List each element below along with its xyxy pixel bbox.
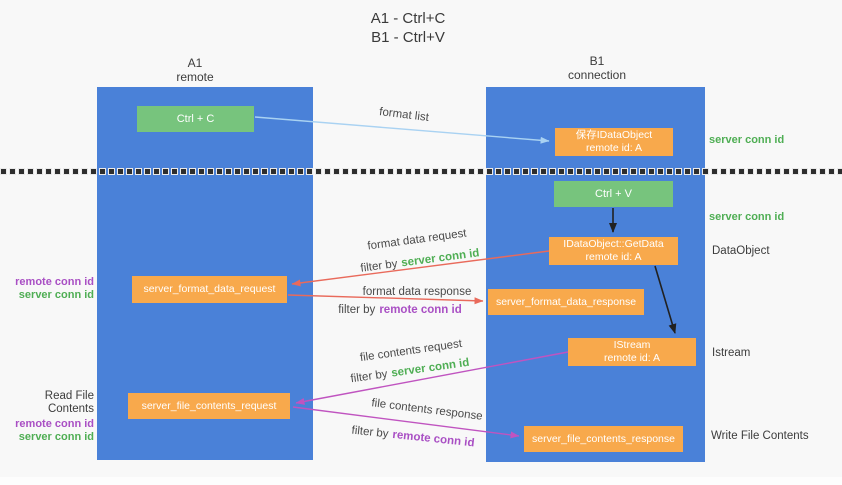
server-conn-id-annotation-top: server conn id — [709, 134, 785, 146]
node-ctrl-c: Ctrl + C — [137, 106, 254, 132]
remote-conn-id-text: remote conn id — [391, 428, 476, 450]
filter-by-text: filter by — [350, 424, 390, 441]
node-server-file-contents-response: server_file_contents_response — [524, 426, 683, 452]
column-a-role: remote — [176, 70, 214, 84]
node-istream-line2: remote id: A — [603, 352, 661, 364]
remote-conn-id-annotation: remote conn id — [15, 418, 94, 430]
node-server-format-data-response-label: server_format_data_response — [495, 295, 637, 308]
node-istream: IStream remote id: A — [568, 338, 696, 366]
server-conn-id-annotation: server conn id — [18, 289, 94, 301]
phase-separator-dotted-line — [0, 168, 842, 175]
filter-by-text: filter by — [338, 304, 376, 316]
server-conn-id-annotation-mid: server conn id — [709, 211, 785, 223]
node-ctrl-v: Ctrl + V — [554, 181, 673, 207]
read-file-contents-annotations: Read File Contents remote conn id server… — [0, 390, 94, 443]
node-server-format-data-request-label: server_format_data_request — [143, 283, 276, 295]
bottom-strip — [0, 477, 842, 485]
format-list-label: format list — [378, 106, 430, 124]
column-a-header: A1 remote — [176, 56, 213, 84]
server-conn-id-annotation: server conn id — [18, 430, 94, 443]
filter-by-text: filter by — [349, 368, 389, 386]
title-line-2: B1 - Ctrl+V — [371, 29, 445, 46]
left-conn-id-annotations: remote conn id server conn id — [0, 276, 94, 302]
filter-by-text: filter by — [359, 258, 399, 275]
format-data-request-label: format data request — [366, 227, 468, 253]
format-data-response-label: format data response — [362, 286, 472, 298]
remote-conn-id-annotation: remote conn id — [15, 276, 94, 288]
dataobject-annotation: DataObject — [712, 245, 770, 257]
node-server-format-data-request: server_format_data_request — [132, 276, 287, 303]
server-conn-id-text: server conn id — [400, 247, 481, 270]
diagram-title: A1 - Ctrl+C B1 - Ctrl+V — [371, 9, 446, 47]
write-file-contents-annotation: Write File Contents — [711, 430, 809, 442]
server-conn-id-text: server conn id — [390, 356, 471, 380]
node-server-file-contents-response-label: server_file_contents_response — [531, 432, 675, 445]
node-save-idataobject: 保存IDataObject remote id: A — [555, 128, 673, 156]
column-b-header: B1 connection — [568, 54, 626, 82]
node-server-format-data-response: server_format_data_response — [488, 289, 644, 315]
column-a-name: A1 — [187, 56, 203, 70]
node-ctrl-v-label: Ctrl + V — [595, 187, 632, 200]
file-contents-response-label: file contents response — [370, 397, 484, 423]
node-save-idataobject-line2: remote id: A — [585, 142, 643, 154]
column-b-role: connection — [567, 68, 627, 82]
node-idataobject-getdata-line2: remote id: A — [585, 251, 642, 263]
title-line-1: A1 - Ctrl+C — [370, 10, 446, 27]
node-server-file-contents-request: server_file_contents_request — [128, 393, 290, 419]
column-b-name: B1 — [589, 54, 605, 68]
node-istream-line1: IStream — [613, 339, 651, 351]
node-save-idataobject-line1: 保存IDataObject — [575, 129, 653, 141]
node-idataobject-getdata-line1: IDataObject::GetData — [563, 238, 664, 250]
remote-conn-id-text: remote conn id — [379, 304, 462, 316]
istream-annotation: Istream — [712, 347, 751, 359]
node-server-file-contents-request-label: server_file_contents_request — [141, 399, 277, 412]
node-idataobject-getdata: IDataObject::GetData remote id: A — [549, 237, 678, 265]
node-ctrl-c-label: Ctrl + C — [176, 112, 215, 125]
read-file-contents-annotation: Read File Contents — [44, 390, 94, 415]
